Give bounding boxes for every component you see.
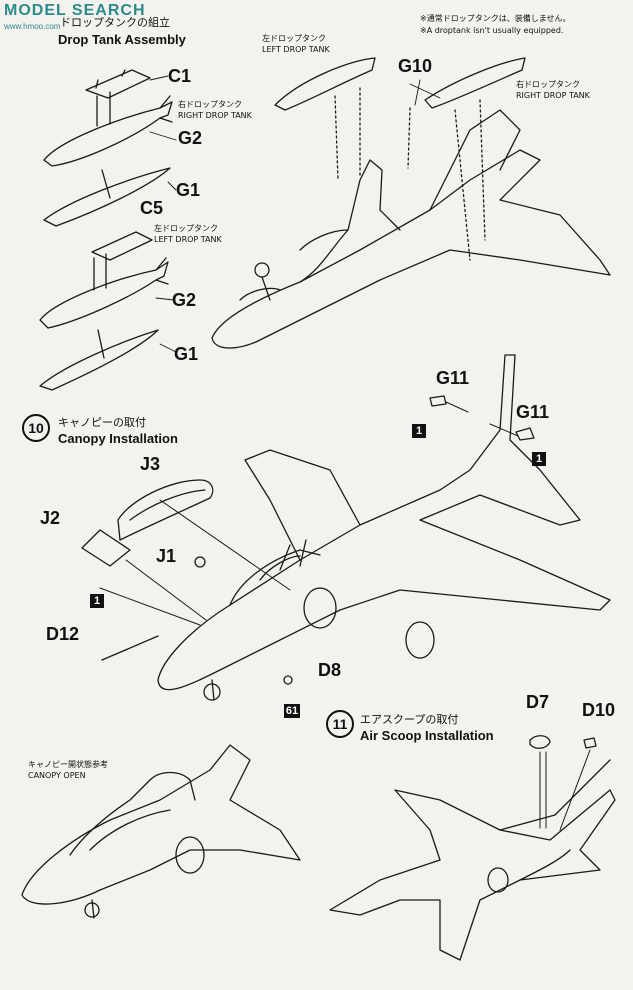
section9-title-en: Drop Tank Assembly: [58, 32, 186, 47]
note-jp: ※通常ドロップタンクは、装備しません。: [420, 14, 571, 23]
part-label-j1: J1: [156, 546, 177, 566]
part-label-d7: D7: [526, 692, 550, 712]
canopy-open-en: CANOPY OPEN: [28, 771, 86, 780]
part-g2-tank-left: [39, 261, 169, 329]
part-g1-tank-half-left: [39, 329, 159, 391]
part-label-g11-a: G11: [436, 368, 470, 388]
callout-61: 61: [284, 704, 300, 718]
part-label-g2-b: G2: [172, 290, 197, 310]
part-g1-tank-half-right: [43, 167, 171, 227]
section11-title-en: Air Scoop Installation: [360, 728, 494, 743]
upper-aircraft: [211, 149, 611, 349]
note-en: ※A droptank isn't usually equipped.: [420, 26, 564, 35]
part-d10: [583, 737, 597, 749]
section10-title-en: Canopy Installation: [58, 431, 178, 446]
part-label-g2-a: G2: [178, 128, 203, 148]
callout-1-b: 1: [532, 452, 546, 466]
left-tank-en-top: LEFT DROP TANK: [262, 45, 330, 54]
middle-aircraft: [157, 354, 611, 691]
right-tank-jp-top: 右ドロップタンク: [516, 80, 580, 89]
part-label-d8: D8: [318, 660, 342, 680]
part-label-d12: D12: [46, 624, 80, 644]
part-c1-pylon: [85, 69, 151, 99]
callout-1-c: 1: [90, 594, 104, 608]
part-g2-tank-right: [43, 101, 173, 167]
part-label-j3: J3: [140, 454, 161, 474]
right-tank-jp: 右ドロップタンク: [178, 100, 242, 109]
part-label-c5: C5: [140, 198, 164, 218]
part-label-g1-a: G1: [176, 180, 201, 200]
part-label-c1: C1: [168, 66, 192, 86]
part-label-d10: D10: [582, 700, 616, 720]
drop-tank-left-top: [274, 57, 376, 111]
section11-title-jp: エアスクープの取付: [360, 713, 459, 726]
part-j2-windscreen: [81, 529, 131, 567]
part-d12-probe: [101, 635, 159, 661]
section10-number: 10: [22, 414, 50, 442]
air-scoop-aircraft: [329, 789, 616, 961]
right-tank-en-top: RIGHT DROP TANK: [516, 91, 590, 100]
section11-number: 11: [326, 710, 354, 738]
part-j3-canopy: [117, 479, 214, 541]
section10-title-jp: キャノピーの取付: [58, 416, 146, 429]
part-label-g1-b: G1: [174, 344, 199, 364]
watermark-brand: MODEL SEARCH: [4, 2, 146, 19]
part-label-g10: G10: [398, 56, 433, 76]
right-tank-en: RIGHT DROP TANK: [178, 111, 252, 120]
part-label-g11-b: G11: [516, 402, 550, 422]
part-label-j2: J2: [40, 508, 61, 528]
part-c5-pylon: [91, 231, 153, 261]
canopy-open-jp: キャノピー開状態参考: [28, 760, 108, 769]
canopy-open-aircraft: [21, 744, 301, 905]
watermark-url: www.hmoo.com: [4, 22, 61, 31]
left-tank-jp-top: 左ドロップタンク: [262, 34, 326, 43]
section9-title-jp: ドロップタンクの組立: [60, 16, 170, 29]
drop-tank-right-top: [424, 57, 526, 109]
part-d7: [529, 735, 551, 749]
part-j1: [194, 556, 206, 568]
left-tank-jp: 左ドロップタンク: [154, 224, 218, 233]
left-tank-en: LEFT DROP TANK: [154, 235, 222, 244]
callout-1-a: 1: [412, 424, 426, 438]
